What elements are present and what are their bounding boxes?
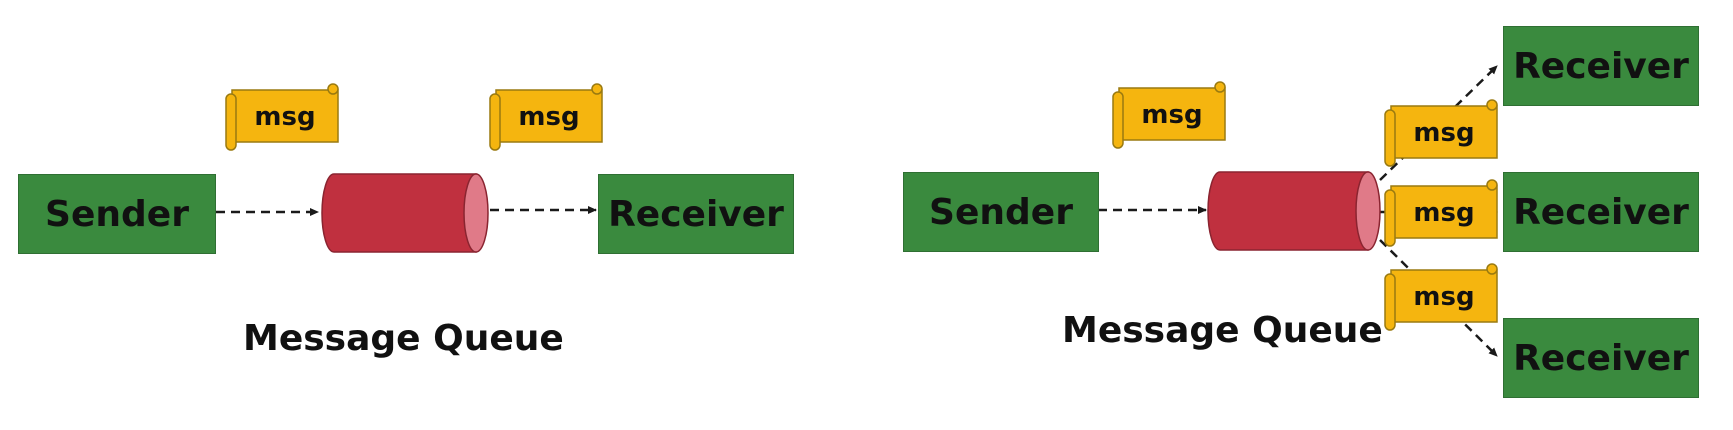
queue-cylinder	[321, 173, 489, 253]
message-scroll-icon: msg	[225, 83, 339, 151]
sender-box: Sender	[903, 172, 1099, 252]
message-label: msg	[1141, 100, 1202, 130]
message-label: msg	[254, 102, 315, 132]
diagram-caption: Message Queue	[1062, 310, 1383, 351]
message-label: msg	[1413, 282, 1474, 312]
receiver-label: Receiver	[1513, 45, 1689, 87]
queue-cylinder	[1207, 171, 1381, 251]
sender-box: Sender	[18, 174, 216, 254]
receiver-label: Receiver	[608, 193, 784, 235]
receiver-label: Receiver	[1513, 191, 1689, 233]
message-label: msg	[1413, 198, 1474, 228]
receiver-box-bottom: Receiver	[1503, 318, 1699, 398]
message-scroll-icon: msg	[489, 83, 603, 151]
message-label: msg	[518, 102, 579, 132]
receiver-box: Receiver	[598, 174, 794, 254]
sender-label: Sender	[45, 193, 189, 235]
diagram-point-to-point: msg msg	[216, 83, 603, 253]
receiver-box-top: Receiver	[1503, 26, 1699, 106]
message-scroll-icon: msg	[1384, 263, 1498, 331]
diagram-publish-subscribe: msg msg msg msg	[1098, 65, 1498, 357]
diagram-caption: Message Queue	[243, 318, 564, 359]
receiver-label: Receiver	[1513, 337, 1689, 379]
receiver-box-middle: Receiver	[1503, 172, 1699, 252]
message-scroll-icon: msg	[1112, 81, 1226, 149]
message-label: msg	[1413, 118, 1474, 148]
message-scroll-icon: msg	[1384, 179, 1498, 247]
sender-label: Sender	[929, 191, 1073, 233]
message-scroll-icon: msg	[1384, 99, 1498, 167]
